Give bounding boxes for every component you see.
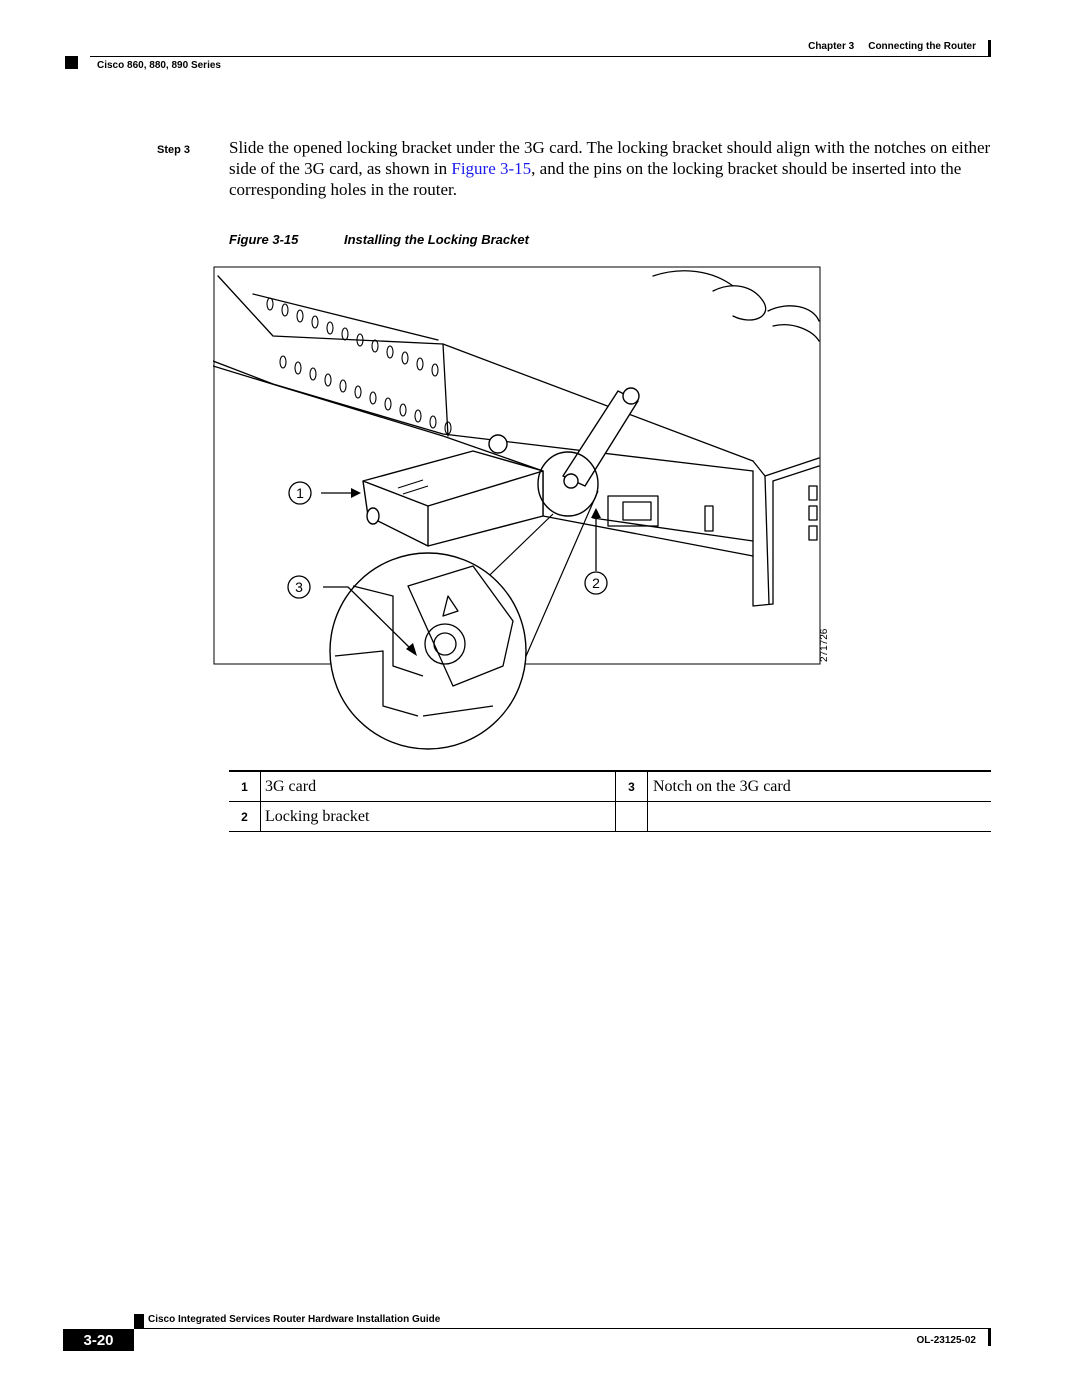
figure-caption-title: Installing the Locking Bracket (344, 232, 529, 247)
running-header-chapter: Chapter 3 Connecting the Router (808, 41, 976, 52)
table-row: 2 Locking bracket (229, 801, 991, 832)
legend-num: 1 (229, 770, 261, 802)
legend-text: Locking bracket (260, 801, 616, 832)
step-text-before: Slide the opened locking bracket under t… (229, 138, 991, 178)
table-row: 1 3G card 3 Notch on the 3G card (229, 770, 991, 802)
page-number: 3-20 (63, 1329, 134, 1351)
chapter-title: Connecting the Router (868, 41, 976, 52)
figure-caption-number: Figure 3-15 (229, 232, 299, 247)
header-bar (988, 40, 991, 57)
legend-text (647, 801, 991, 832)
figure-caption: Figure 3-15 Installing the Locking Brack… (229, 232, 529, 247)
step-label: Step 3 (157, 144, 191, 156)
footer-square (134, 1314, 144, 1328)
footer-guide-title: Cisco Integrated Services Router Hardwar… (148, 1314, 441, 1325)
document-id: OL-23125-02 (916, 1335, 976, 1346)
step-text: Slide the opened locking bracket under t… (229, 137, 991, 200)
3g-card-drawing (362, 450, 544, 547)
legend-num (615, 801, 648, 832)
locking-bracket-illustration: 1 2 3 (213, 266, 821, 750)
legend-text: 3G card (260, 770, 616, 802)
step-text-after: , and the pins on the locking bracket sh… (229, 159, 962, 199)
figure-link[interactable]: Figure 3-15 (451, 159, 532, 178)
header-rule (90, 56, 990, 57)
legend-num: 2 (229, 801, 261, 832)
locking-bracket-drawing (488, 387, 640, 489)
callout-3: 3 (295, 579, 303, 595)
callout-2: 2 (592, 575, 600, 591)
legend-text: Notch on the 3G card (647, 770, 991, 802)
figure-id: 271726 (819, 628, 830, 662)
running-header-series: Cisco 860, 880, 890 Series (97, 60, 221, 71)
header-square (65, 56, 78, 69)
footer-bar (988, 1329, 991, 1346)
figure-legend-table: 1 3G card 3 Notch on the 3G card 2 Locki… (229, 770, 991, 832)
footer-rule (134, 1328, 991, 1329)
callout-1: 1 (296, 485, 304, 501)
legend-num: 3 (615, 770, 648, 802)
chapter-number: Chapter 3 (808, 41, 855, 52)
